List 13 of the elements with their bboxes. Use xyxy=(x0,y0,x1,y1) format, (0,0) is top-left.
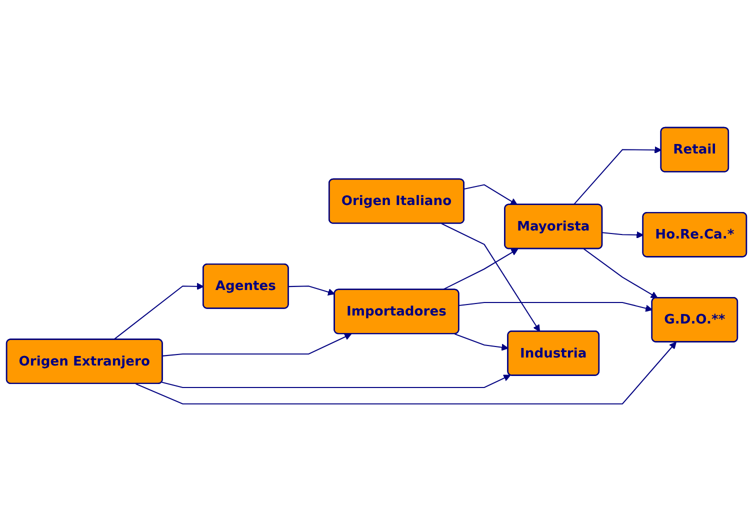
arrow xyxy=(464,184,518,205)
arrow xyxy=(454,333,508,351)
arrow xyxy=(441,222,540,332)
arrow xyxy=(602,231,644,238)
arrow xyxy=(136,342,676,404)
arrow xyxy=(442,248,518,290)
arrow xyxy=(288,285,336,296)
arrow xyxy=(584,248,658,298)
arrow xyxy=(459,302,653,312)
arrow xyxy=(573,146,662,205)
arrow xyxy=(113,282,204,340)
arrow xyxy=(162,374,511,388)
arrow xyxy=(162,333,352,356)
